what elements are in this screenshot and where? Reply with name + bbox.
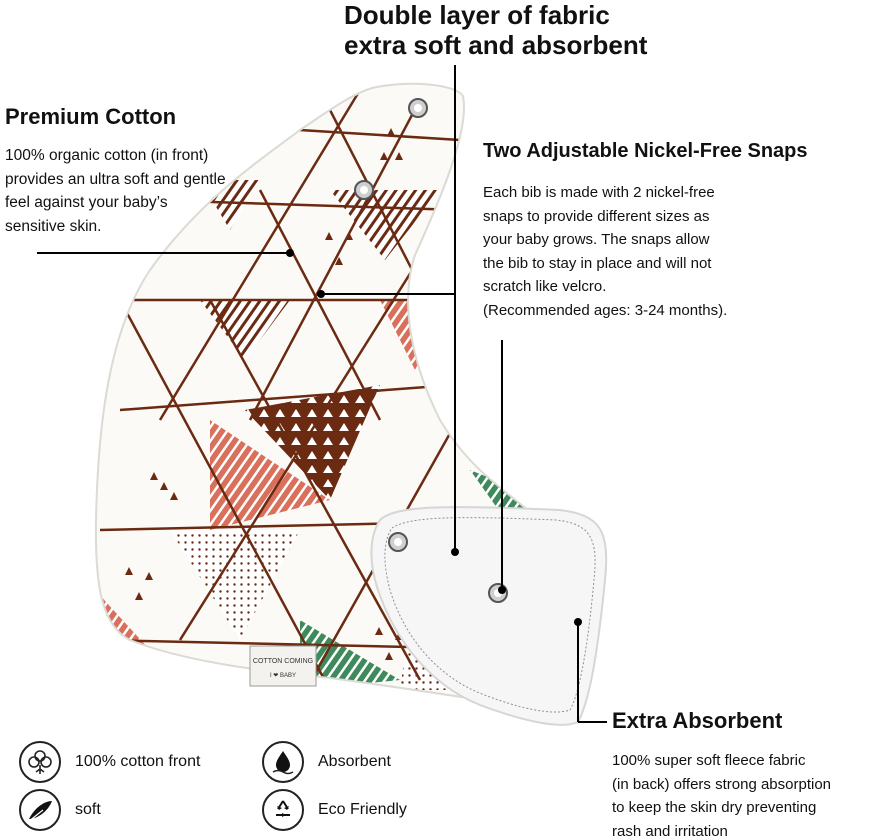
headline-line-1: Double layer of fabric: [344, 0, 610, 30]
feature-label: Eco Friendly: [318, 801, 407, 818]
water-drop-icon: [262, 741, 304, 783]
bib-outline: [94, 82, 547, 712]
snap-middle: [354, 180, 374, 200]
extra-absorbent-title: Extra Absorbent: [612, 708, 783, 733]
snaps-line: (Recommended ages: 3-24 months).: [483, 301, 728, 319]
snaps-line: the bib to stay in place and will not: [483, 254, 712, 272]
snaps-line: snaps to provide different sizes as: [483, 207, 710, 225]
absorbent-line: rash and irritation: [612, 822, 728, 839]
premium-cotton-description: 100% organic cotton (in front) provides …: [5, 144, 295, 238]
brand-label-tag: COTTON COMING I ❤ BABY: [249, 645, 317, 687]
feature-cotton: 100% cotton front: [19, 741, 200, 783]
callout-dots: [286, 249, 582, 626]
pattern-triangle-3: [245, 385, 380, 500]
premium-line: provides an ultra soft and gentle: [5, 170, 226, 188]
snaps-description: Each bib is made with 2 nickel-free snap…: [483, 181, 883, 322]
absorbent-line: (in back) offers strong absorption: [612, 775, 832, 793]
headline-line-2: extra soft and absorbent: [344, 30, 648, 60]
arrow-decorations: [125, 128, 403, 660]
cotton-flower-icon: [19, 741, 61, 783]
label-tag-line-1: COTTON COMING: [253, 658, 313, 665]
feather-icon: [19, 789, 61, 831]
label-tag-line-2: I ❤ BABY: [270, 673, 296, 679]
feature-absorbent: Absorbent: [262, 741, 391, 783]
premium-line: sensitive skin.: [5, 217, 102, 235]
feature-soft: soft: [19, 789, 101, 831]
pattern-triangle-6: [170, 530, 300, 640]
snap-flap-left: [388, 532, 408, 552]
extra-absorbent-description: 100% super soft fleece fabric (in back) …: [612, 749, 891, 839]
snaps-line: scratch like velcro.: [483, 278, 607, 295]
feature-label: soft: [75, 801, 101, 818]
callout-lines: [37, 65, 607, 723]
absorbent-line: 100% super soft fleece fabric: [612, 752, 806, 769]
feature-eco-friendly: Eco Friendly: [262, 789, 407, 831]
snaps-line: Each bib is made with 2 nickel-free: [483, 184, 715, 201]
premium-line: 100% organic cotton (in front): [5, 147, 209, 164]
premium-cotton-title: Premium Cotton: [5, 104, 177, 129]
snaps-line: your baby grows. The snaps allow: [483, 231, 710, 248]
snap-top: [408, 98, 428, 118]
absorbent-line: to keep the skin dry preventing: [612, 799, 817, 816]
snaps-title: Two Adjustable Nickel-Free Snaps: [483, 140, 808, 162]
premium-line: feel against your baby’s: [5, 194, 168, 211]
snap-flap-center: [488, 583, 508, 603]
feature-label: 100% cotton front: [75, 753, 201, 770]
fleece-back-flap: [370, 506, 608, 726]
feature-label: Absorbent: [318, 753, 391, 770]
headline: Double layer of fabric extra soft and ab…: [344, 0, 764, 60]
recycle-icon: [262, 789, 304, 831]
pattern-triangle-4: [210, 420, 330, 530]
pattern-triangle-7: [300, 620, 400, 690]
